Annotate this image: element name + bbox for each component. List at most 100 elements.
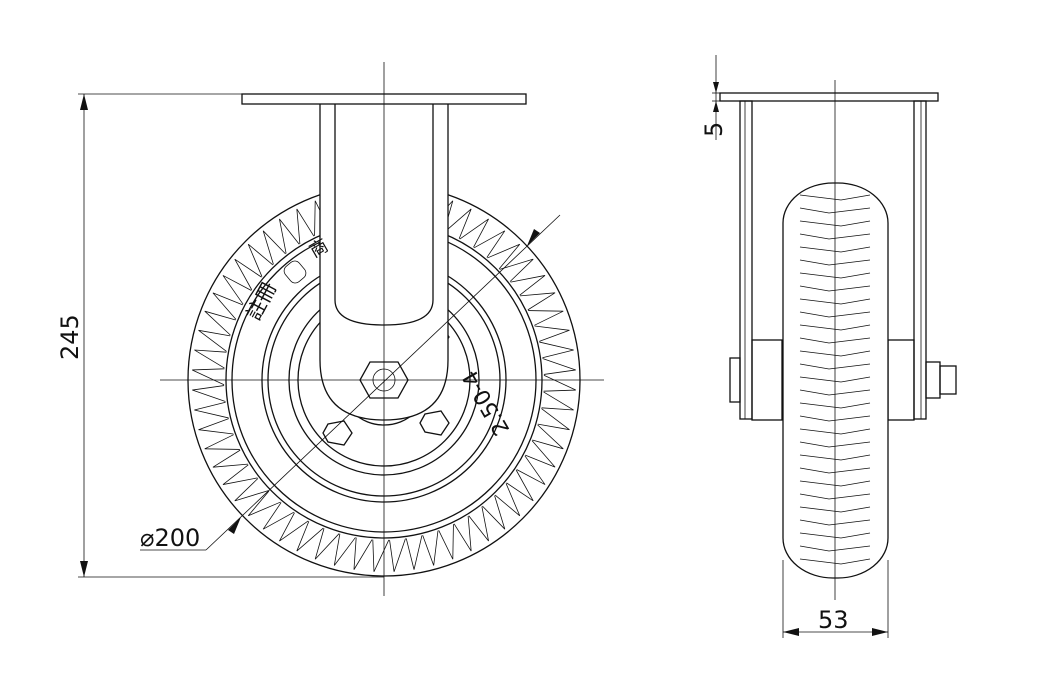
tread-lug: [194, 349, 227, 369]
arrowhead: [228, 517, 241, 534]
arrowhead: [80, 94, 88, 110]
bolt-head: [322, 420, 353, 446]
tread-lug: [192, 385, 226, 402]
tread-lug: [247, 243, 274, 277]
plate-thickness-label: 5: [700, 122, 728, 137]
side-tread-lug: [799, 220, 871, 227]
arrowhead: [527, 229, 540, 246]
tread-lug: [468, 506, 489, 542]
tread-lug: [453, 516, 472, 552]
tread-lug: [537, 408, 570, 431]
axle-end: [939, 365, 957, 395]
tread-lug: [438, 524, 454, 560]
side-tread-lug: [799, 415, 871, 422]
tread-lug: [543, 374, 576, 392]
tread-lug: [422, 530, 439, 566]
tread-lug: [262, 230, 286, 265]
tread-lug: [499, 258, 534, 282]
tread-lug: [534, 325, 570, 342]
side-tyre: [782, 182, 889, 579]
side-bearing-right: [887, 339, 915, 421]
tread-lug: [405, 535, 423, 570]
side-fork-leg-left: [739, 100, 753, 420]
bolt-head: [419, 410, 450, 436]
side-tread-lug: [799, 259, 871, 266]
tread-lug: [192, 368, 225, 386]
tread-lug: [234, 258, 262, 291]
arrowhead: [713, 82, 719, 93]
side-tread-lug: [799, 441, 871, 448]
brand-logo: [283, 260, 307, 284]
side-tread-lug: [799, 506, 871, 513]
side-tread-lug: [799, 493, 871, 500]
tread-lug: [296, 521, 324, 552]
side-fork-leg-right: [913, 100, 927, 420]
side-tread-lug: [799, 350, 871, 357]
side-tread-lug: [799, 376, 871, 383]
tread-lug: [389, 538, 406, 572]
front-view: 2.50-4 註冊 商 245 ⌀200: [56, 62, 604, 596]
tread-lug: [494, 483, 521, 517]
side-tread-lug: [799, 545, 871, 552]
side-bearing-left: [751, 339, 783, 421]
arrowhead: [713, 101, 719, 112]
tread-lug: [482, 495, 506, 530]
tread-lug: [222, 464, 258, 485]
tread-lug: [525, 440, 556, 468]
height-dimension-label: 245: [56, 314, 84, 360]
side-tread-lug: [799, 428, 871, 435]
diameter-leader: [205, 214, 561, 551]
tread-lug: [296, 208, 315, 244]
side-tread-lug: [799, 311, 871, 318]
side-tread-lug: [799, 454, 871, 461]
side-tread-lug: [799, 558, 871, 565]
side-tread-lug: [799, 272, 871, 279]
tread-lug: [372, 539, 390, 572]
tread-lug: [473, 230, 506, 258]
side-tread-lug: [799, 532, 871, 539]
tread-lug: [194, 401, 229, 419]
side-tread-lug: [799, 519, 871, 526]
tread-lug: [459, 218, 489, 248]
side-tread-lug: [799, 246, 871, 253]
tread-lug: [204, 434, 240, 450]
arrowhead: [783, 628, 799, 636]
side-tread-lug: [799, 298, 871, 305]
tread-lug: [487, 243, 521, 270]
side-tread-lug: [799, 207, 871, 214]
arrowhead: [80, 561, 88, 577]
side-tread-lug: [799, 233, 871, 240]
tread-lug: [520, 292, 556, 311]
tread-lug: [234, 478, 269, 502]
side-tread-lug: [799, 194, 871, 201]
tread-lug: [314, 528, 340, 560]
side-tread-lug: [799, 363, 871, 370]
width-dimension-label: 53: [818, 606, 849, 634]
axle-bolt-head: [729, 357, 741, 403]
tread-lug: [542, 358, 576, 375]
tread-lug: [198, 418, 234, 435]
tread-lug: [198, 329, 231, 352]
side-tread-lug: [799, 337, 871, 344]
side-tread-lug: [799, 389, 871, 396]
tread-lug: [204, 310, 236, 336]
tread-lug: [222, 275, 252, 305]
side-tread: [799, 194, 871, 565]
tread-lug: [279, 218, 300, 254]
tread-lug: [532, 424, 564, 450]
tread-lug: [516, 455, 546, 485]
tread-lug: [510, 275, 546, 296]
side-view: 5 53: [700, 55, 957, 638]
tread-lug: [353, 537, 373, 570]
side-tread-lug: [799, 402, 871, 409]
tread-lug: [247, 490, 281, 517]
tread-lug: [541, 391, 574, 411]
diameter-dimension-label: ⌀200: [140, 524, 200, 552]
tread-lug: [539, 341, 574, 359]
side-top-plate: [719, 92, 939, 102]
tread-lug: [528, 310, 564, 326]
tyre-registered-marking: 註冊: [241, 278, 281, 325]
tread-lug: [506, 469, 534, 502]
tread-lug: [333, 533, 356, 566]
